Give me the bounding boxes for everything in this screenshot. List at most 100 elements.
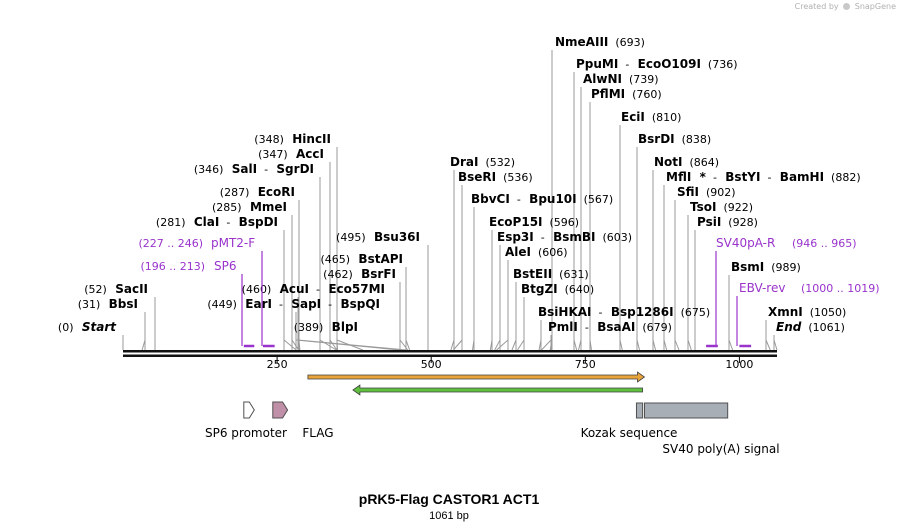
feature-label-sp6-promoter: SP6 promoter [205,426,287,440]
site-name-end-0: End [776,320,802,334]
site-name-acu-1: AcuI [271,282,309,296]
site-name-bseri-0: BseRI [458,170,496,184]
site-name-ecop-1: (596) [543,216,580,229]
site-name-acc-0: (347) [258,148,288,161]
site-connector-esp [494,339,501,351]
site-name-pml-2: BsaAI [589,320,636,334]
site-connector-alw [578,339,582,351]
site-name-start-0: (0) [58,321,74,334]
site-connector-bsihk [538,339,542,351]
site-connector-acc [329,339,338,351]
site-name-sal-0: (346) [194,163,224,176]
site-connector-cla [283,339,297,351]
site-label-sal: (346) SalI - SgrDI [194,162,314,176]
backbone-top-strand [123,350,777,353]
site-label-bstapi: (465) BstAPI [320,252,403,266]
site-label-noti: NotI (864) [654,155,719,169]
site-name-esp-2: BsmBI [545,230,596,244]
feature-label-kozak: Kozak sequence [581,426,678,440]
site-name-xmn-0: XmnI [768,305,803,319]
site-name-ppu-2: EcoO109I [629,57,701,71]
watermark-prefix: Created by [794,2,839,11]
site-name-mme-0: (285) [212,201,242,214]
site-name-ear-0: (449) [207,298,237,311]
map-title: pRK5-Flag CASTOR1 ACT1 [359,491,540,507]
site-label-pml: PmlI - BsaAI (679) [548,320,672,334]
site-name-ale-1: (606) [531,246,568,259]
site-connector-bstapi [405,339,411,351]
site-connector-xmn [765,339,771,351]
site-connector-ecop [489,339,493,351]
site-name-bbv-3: (567) [577,193,614,206]
site-label-dra: DraI (532) [450,155,515,169]
site-name-ppu-3: (736) [701,58,738,71]
site-name-bstEII-0: BstEII [513,267,552,281]
axis-tick-label-500: 500 [421,358,442,371]
site-label-end: End (1061) [776,320,845,334]
site-name-bstapi-1: BstAPI [350,252,403,266]
site-name-btg-0: BtgZI [521,282,558,296]
site-name-bsihk-3: (675) [674,306,711,319]
site-name-pml-1: - [578,321,589,334]
site-connector-sfi [674,339,680,351]
site-label-ppu: PpuMI - EcoO109I (736) [576,57,738,71]
site-name-sac-1: SacII [107,282,148,296]
site-name-nme-0: NmeAIII [555,35,608,49]
site-name-bsu-1: Bsu36I [366,230,420,244]
site-connector-noti [652,339,657,351]
map-length: 1061 bp [429,510,469,522]
site-name-bsihk-2: Bsp1286I [602,305,673,319]
site-name-pml-0: PmlI [548,320,578,334]
site-connector-mfl [663,339,668,351]
site-name-mme-1: MmeI [242,200,287,214]
site-name-dra-1: (532) [478,156,515,169]
orf-reverse-arrow [352,384,644,396]
site-label-cla: (281) ClaI - BspDI [156,215,278,229]
site-name-pfl-0: PflMI [591,87,625,101]
site-label-alw: AlwNI (739) [583,72,659,86]
site-name-ear-5: BspQI [332,297,380,311]
site-label-blp: (389) BlpI [294,320,358,334]
site-name-acu-2: - [309,283,320,296]
site-name-psi-1: (928) [721,216,758,229]
site-label-sac: (52) SacII [84,282,148,296]
site-label-acu: (460) AcuI - Eco57MI [242,282,385,296]
site-connector-ecori [298,339,301,351]
site-label-nme: NmeAIII (693) [555,35,645,49]
site-name-blp-0: (389) [294,321,324,334]
site-label-bsrfi: (462) BsrFI [323,267,396,281]
site-label-eci: EciI (810) [621,110,681,124]
feature-shape-kozak [635,402,644,419]
snapgene-watermark: Created by SnapGene [795,2,896,11]
site-name-bsrdi-0: BsrDI [638,132,675,146]
site-name-psi-0: PsiI [697,215,721,229]
site-name-sac-0: (52) [84,283,107,296]
site-name-bsrfi-0: (462) [323,268,353,281]
site-label-sfi: SfiI (902) [677,185,736,199]
site-label-bseri: BseRI (536) [458,170,533,184]
site-label-bsu: (495) Bsu36I [336,230,420,244]
site-name-btg-1: (640) [558,283,595,296]
feature-label-sv40-polya: SV40 poly(A) signal [662,442,779,456]
site-connector-bsm [728,339,734,351]
site-connector-pfl [589,339,592,351]
feature-shape-flag [272,401,289,419]
site-connector-dra [450,339,455,351]
site-name-esp-1: - [534,231,545,244]
site-labels: NmeAIII (693) PpuMI - EcoO109I (736)AlwNI… [58,35,861,334]
site-connector-bstEII [511,339,517,351]
site-connector-ppu [573,339,578,351]
site-name-bbv-0: BbvCI [471,192,510,206]
site-name-mfl-0: MflI [666,170,691,184]
site-name-bsrdi-1: (838) [675,133,712,146]
site-label-bsrdi: BsrDI (838) [638,132,711,146]
site-name-nme-1: (693) [608,36,645,49]
primer-range-sv40pa: (946 .. 965) [792,237,857,250]
site-label-mme: (285) MmeI [212,200,287,214]
site-name-xmn-1: (1050) [803,306,847,319]
primer-range-ebv: (1000 .. 1019) [801,282,880,295]
primer-range-sp6: (196 .. 213) [140,260,205,273]
site-label-bstEII: BstEII (631) [513,267,589,281]
primer-label-ebv: EBV-rev [739,281,785,295]
